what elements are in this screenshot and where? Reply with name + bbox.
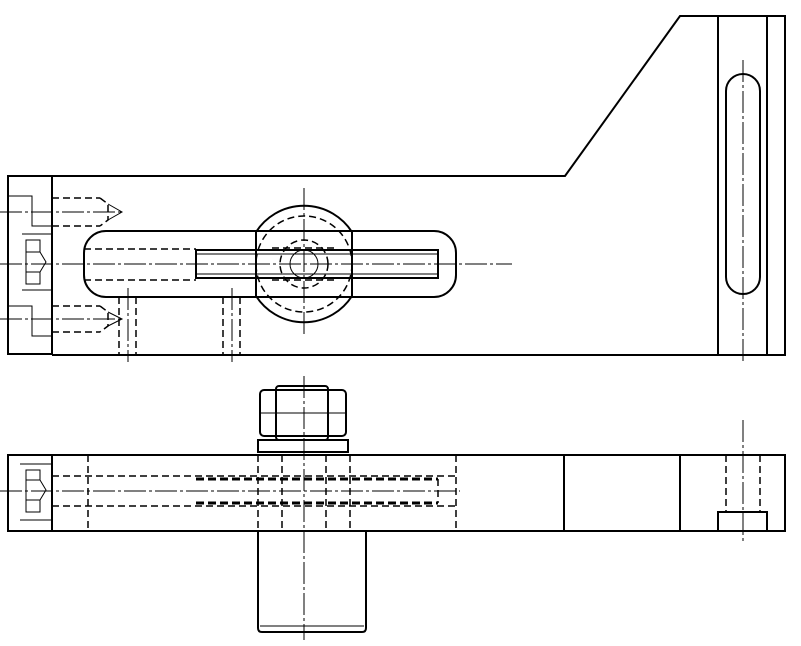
- top-view: [0, 376, 786, 640]
- front-view: [0, 15, 786, 362]
- upright-notch: [717, 511, 768, 531]
- upper-pin-hidden: [0, 197, 124, 227]
- top-end-block: [7, 454, 53, 532]
- end-clamp-block: [7, 175, 53, 355]
- lower-pin-hidden: [0, 305, 124, 333]
- hex-nut: [257, 385, 349, 453]
- clamp-body-bottom: [257, 531, 367, 633]
- bottom-holes-hidden: [118, 288, 241, 362]
- bracket-body-outline: [52, 15, 786, 356]
- top-bar-outline: [51, 454, 786, 532]
